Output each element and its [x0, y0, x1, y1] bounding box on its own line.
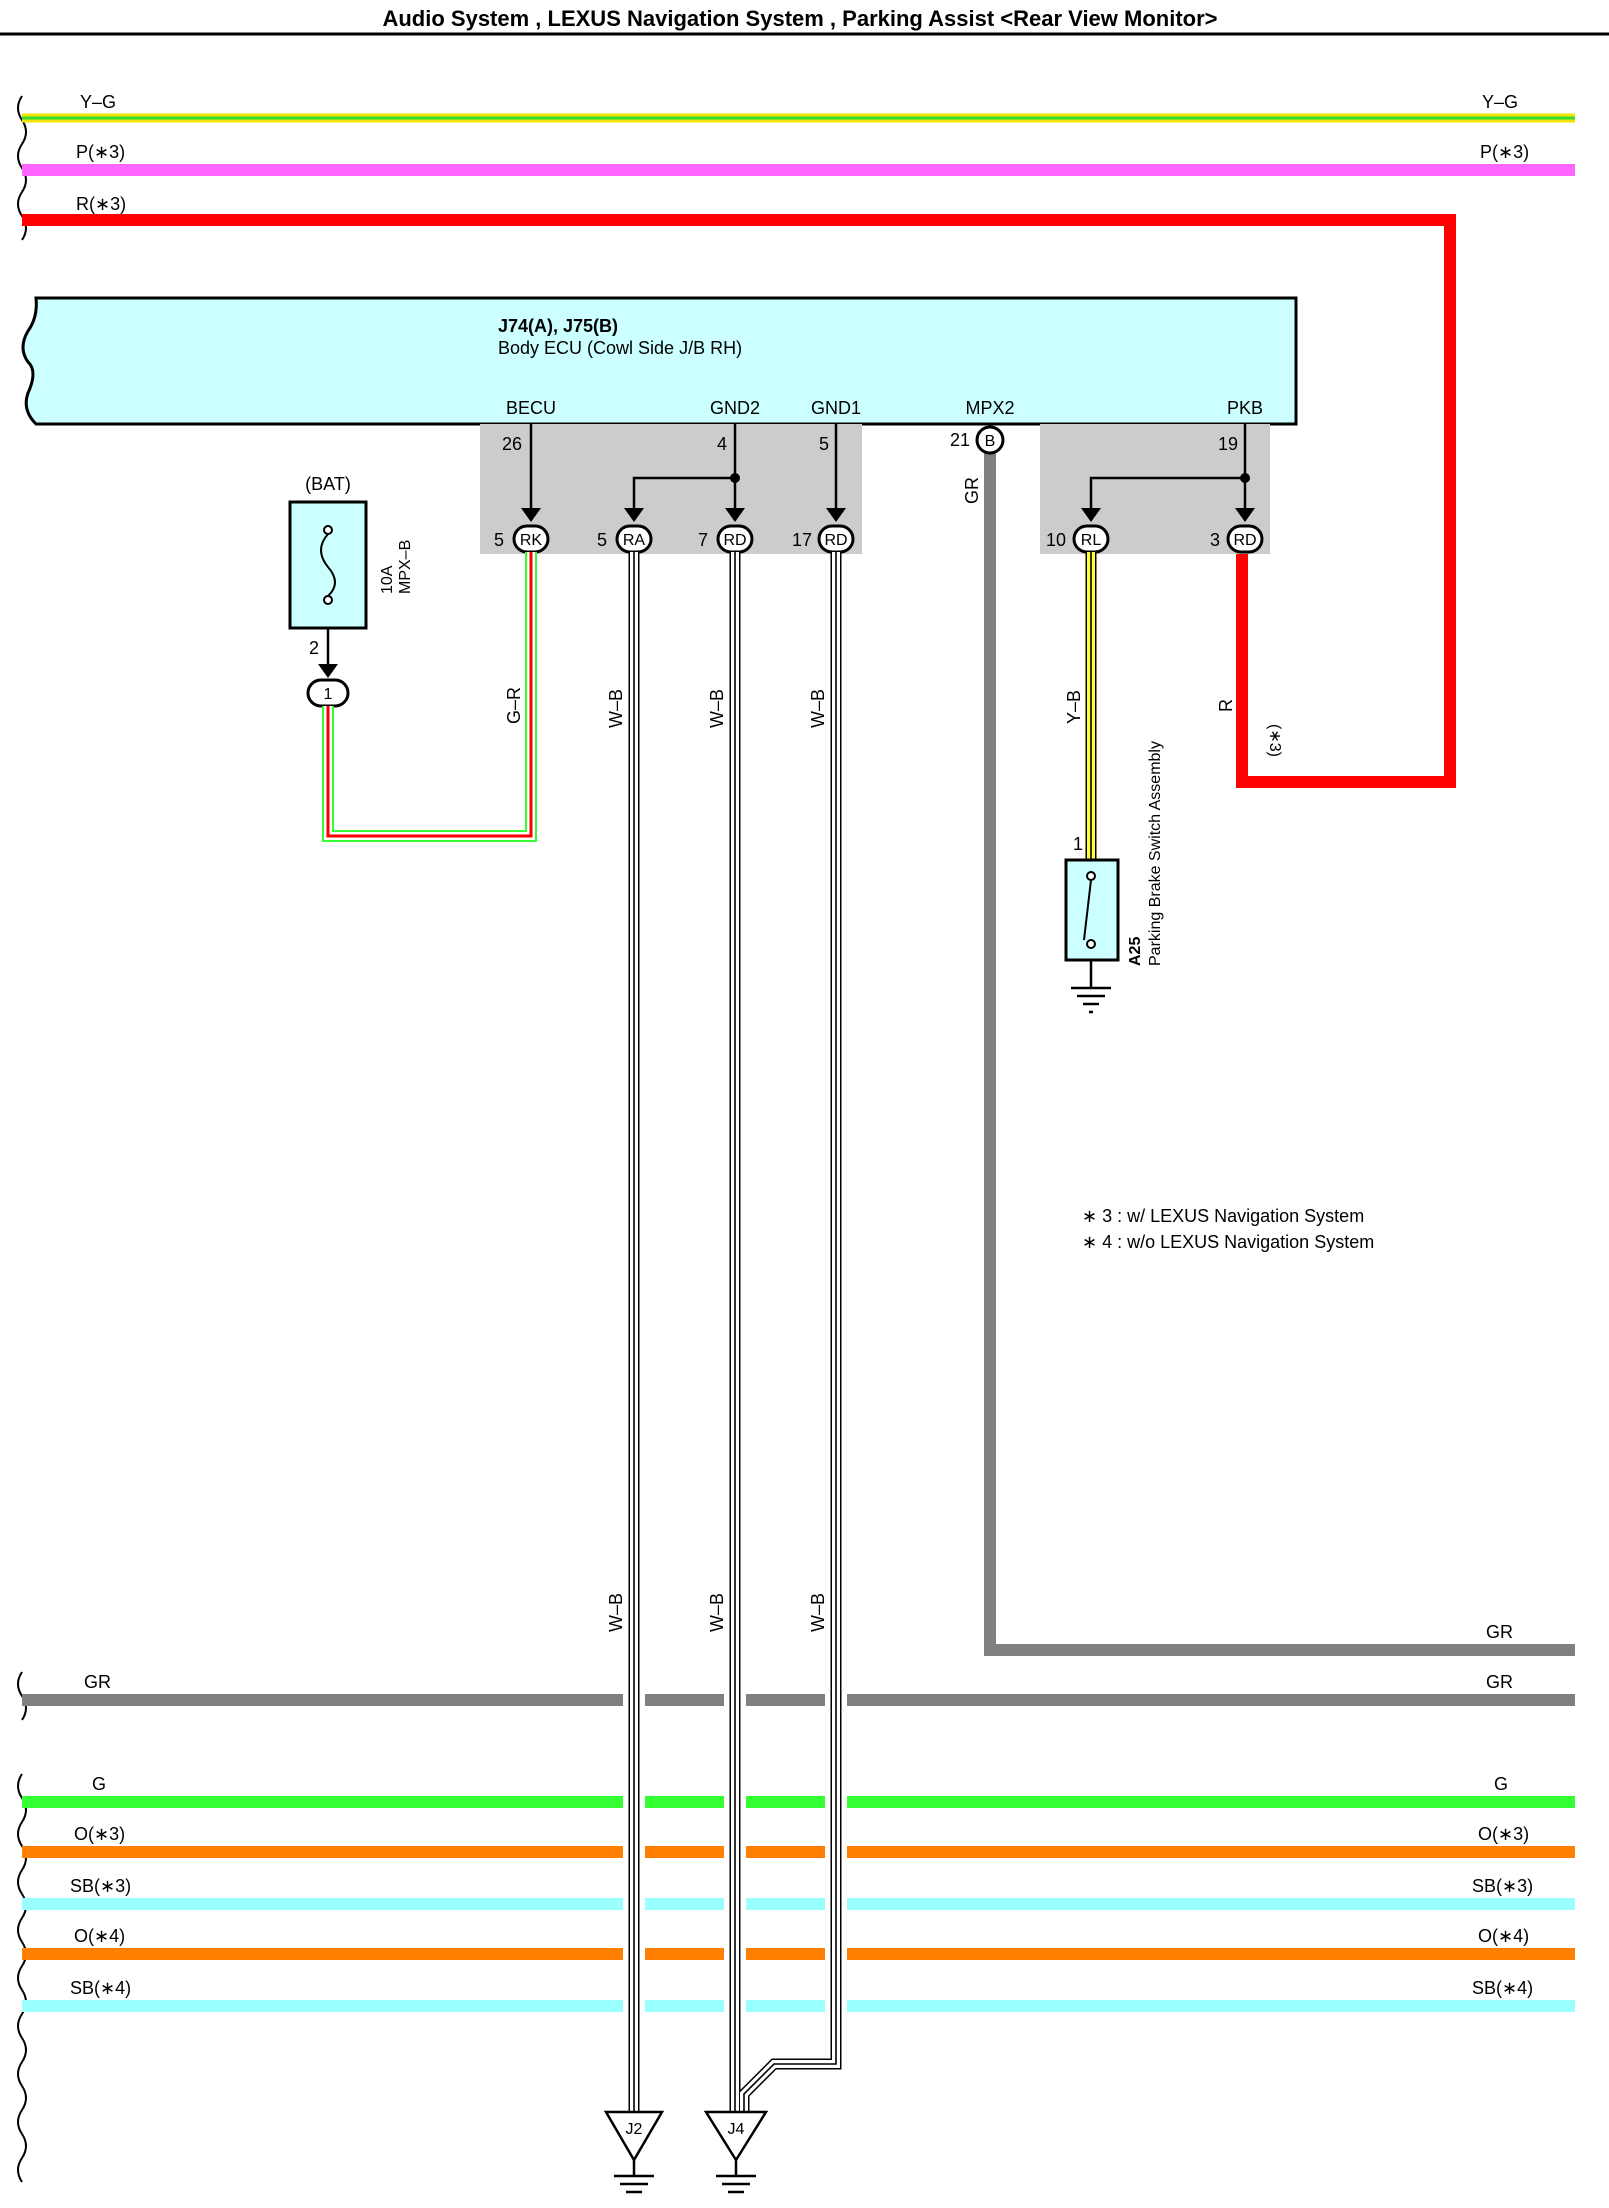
wire-label-wb-2-bottom: W–B: [707, 1593, 727, 1632]
switch-icon: [1083, 871, 1096, 949]
mpx2-connector: [975, 425, 1005, 455]
ground-j2: [603, 2110, 665, 2194]
junction-code-rd-3: RD: [1233, 532, 1256, 549]
wire-label-wb-1-top: W–B: [606, 689, 626, 728]
wire-w-b-group: [623, 552, 847, 2112]
junction-num-rd-3: 3: [1210, 530, 1220, 550]
note-2: ∗ 4 : w/o LEXUS Navigation System: [1082, 1232, 1374, 1252]
wire-label-r-pkb: R: [1216, 699, 1236, 712]
wire-label-g-right: G: [1494, 1774, 1508, 1794]
wire-label-sb3-right: SB(∗3): [1472, 1876, 1533, 1896]
pin-label-mpx2: MPX2: [965, 398, 1014, 418]
junction-code-ra: RA: [623, 532, 646, 549]
wire-label-sb4-right: SB(∗4): [1472, 1978, 1533, 1998]
ground-j4: [703, 2110, 769, 2194]
junction-num-rd-17: 17: [792, 530, 812, 550]
wire-label-gr-mpx2: GR: [962, 477, 982, 504]
ecu-name: Body ECU (Cowl Side J/B RH): [498, 338, 742, 358]
wire-label-y-b: Y–B: [1064, 690, 1084, 724]
diagram-title: Audio System , LEXUS Navigation System ,…: [382, 6, 1217, 31]
wire-label-o4-right: O(∗4): [1478, 1926, 1529, 1946]
junction-num-rl: 10: [1046, 530, 1066, 550]
junction-code-rd-7: RD: [723, 532, 746, 549]
note-1: ∗ 3 : w/ LEXUS Navigation System: [1082, 1206, 1364, 1226]
junction-code-rd-17: RD: [824, 532, 847, 549]
pin-label-gnd1: GND1: [811, 398, 861, 418]
wire-label-gr-right: GR: [1486, 1672, 1513, 1692]
junction-arrows: [521, 508, 1255, 522]
wire-gr-mpx2: [984, 450, 1575, 1656]
junction-num-rk: 5: [494, 530, 504, 550]
fuse-box: [288, 500, 368, 630]
mpx2-connector-label: B: [985, 433, 996, 450]
wire-label-gr-left: GR: [84, 1672, 111, 1692]
wire-label-g-r: G–R: [504, 687, 524, 724]
parking-brake-code: A25: [1127, 937, 1144, 966]
wire-label-wb-3-bottom: W–B: [808, 1593, 828, 1632]
fuse-bat-label: (BAT): [305, 474, 351, 494]
junction-code-rl: RL: [1081, 532, 1102, 549]
wire-label-p-right: P(∗3): [1480, 142, 1529, 162]
wire-label-o3-left: O(∗3): [74, 1824, 125, 1844]
ground-icon-parking-brake: [1071, 986, 1111, 1014]
fuse-pin: 2: [309, 638, 319, 658]
wire-label-r-left: R(∗3): [76, 194, 126, 214]
wire-label-wb-3-top: W–B: [808, 689, 828, 728]
fuse-arrow: [318, 664, 338, 678]
wire-label-y-g-left: Y–G: [80, 92, 116, 112]
wire-label-g-left: G: [92, 1774, 106, 1794]
junction-code-rk: RK: [520, 532, 543, 549]
wire-label-y-g-right: Y–G: [1482, 92, 1518, 112]
pin-num-gnd2: 4: [717, 434, 727, 454]
wire-label-r-pkb-note: (∗3): [1266, 724, 1283, 757]
fuse-connector-num: 1: [324, 686, 333, 703]
pin-label-pkb: PKB: [1227, 398, 1263, 418]
wire-label-o4-left: O(∗4): [74, 1926, 125, 1946]
pin-label-gnd2: GND2: [710, 398, 760, 418]
wire-label-o3-right: O(∗3): [1478, 1824, 1529, 1844]
pin-num-pkb: 19: [1218, 434, 1238, 454]
pin-num-mpx2: 21: [950, 430, 970, 450]
wire-label-gr-mpx2-right: GR: [1486, 1622, 1513, 1642]
parking-brake-name: Parking Brake Switch Assembly: [1147, 741, 1164, 966]
wire-label-wb-1-bottom: W–B: [606, 1593, 626, 1632]
wire-label-sb4-left: SB(∗4): [70, 1978, 131, 1998]
junction-dots: [730, 473, 1250, 483]
pin-num-becu: 26: [502, 434, 522, 454]
wire-label-wb-2-top: W–B: [707, 689, 727, 728]
wire-g-r: [322, 552, 537, 842]
parking-brake-pin: 1: [1073, 834, 1083, 854]
wire-break-marks-bottom: [17, 1671, 27, 2183]
fuse-rating: 10A: [379, 565, 396, 594]
junction-internal-lines: [529, 424, 1247, 512]
pin-num-gnd1: 5: [819, 434, 829, 454]
ecu-connectors: J74(A), J75(B): [498, 316, 618, 336]
ground-j4-label: J4: [728, 2121, 745, 2138]
pin-label-becu: BECU: [506, 398, 556, 418]
fuse-icon: [320, 525, 336, 605]
ground-j2-label: J2: [626, 2121, 643, 2138]
junction-num-ra: 5: [597, 530, 607, 550]
junction-num-rd-7: 7: [698, 530, 708, 550]
wire-r: [22, 214, 1456, 788]
wire-label-p-left: P(∗3): [76, 142, 125, 162]
fuse-name: MPX–B: [397, 540, 414, 594]
wire-label-sb3-left: SB(∗3): [70, 1876, 131, 1896]
body-ecu-box: [21, 296, 1298, 426]
